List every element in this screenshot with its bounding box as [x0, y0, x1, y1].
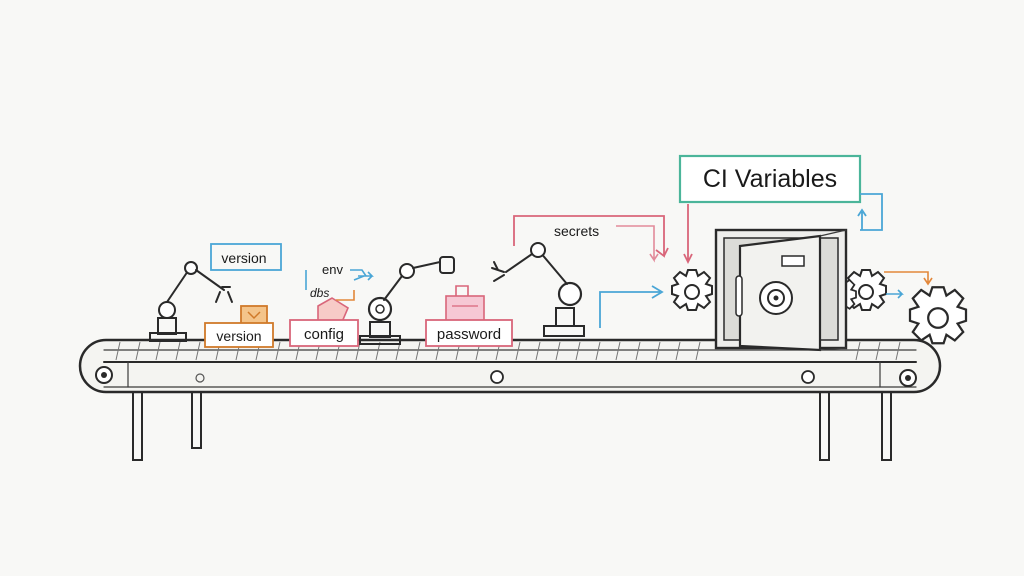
- dbs-label: dbs: [310, 286, 329, 300]
- belt-to-gear-arrow: [599, 285, 664, 328]
- password-box: [425, 319, 513, 347]
- password-package: [445, 285, 485, 323]
- vault-out-arrow: [857, 193, 883, 231]
- version-tag-label: version: [221, 250, 266, 266]
- vault-safe-icon: [714, 228, 848, 352]
- secrets-arrow: [513, 215, 669, 258]
- robot-arm-icon: [491, 242, 585, 337]
- dbs-arrow: [336, 290, 355, 301]
- config-package: [317, 297, 350, 323]
- password-box-label: password: [437, 326, 501, 343]
- env-label: env: [322, 262, 343, 277]
- version-tag-frame: [210, 243, 282, 271]
- conveyor-belt-icon: [78, 338, 942, 461]
- ci-variables-frame: [678, 154, 862, 204]
- config-box: [289, 319, 359, 347]
- version-box: [204, 322, 274, 348]
- robot-arm-icon: [359, 256, 455, 345]
- secrets-label: secrets: [554, 223, 599, 239]
- version-box-label: version: [216, 328, 261, 344]
- ci-variables-title: CI Variables: [703, 165, 837, 193]
- robot-arm-icon: [149, 261, 233, 342]
- gear-icon: [671, 269, 713, 311]
- gear-icon: [908, 286, 968, 345]
- config-box-label: config: [304, 326, 344, 343]
- gear-orange-arrow: [884, 271, 933, 286]
- ci-to-vault-arrow: [683, 204, 693, 265]
